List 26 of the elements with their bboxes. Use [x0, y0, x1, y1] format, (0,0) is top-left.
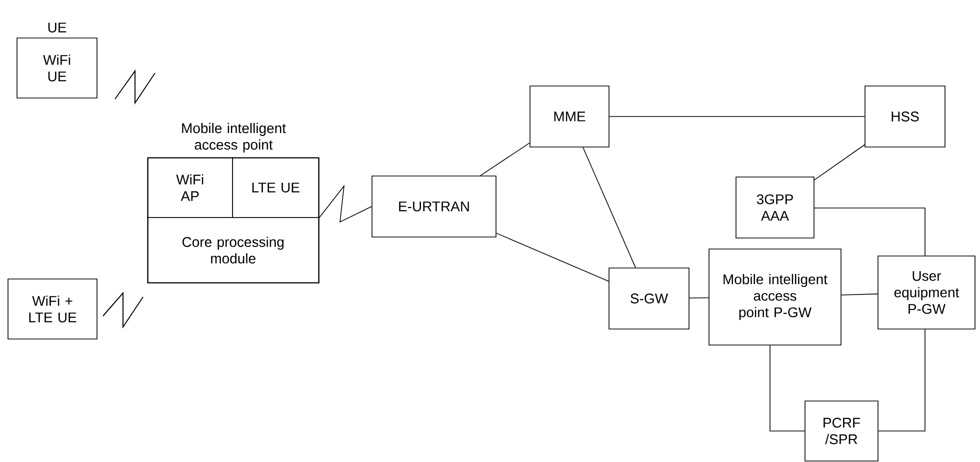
connector-line: [814, 208, 926, 256]
connector-line: [609, 116, 865, 117]
connector-line: [841, 294, 878, 296]
box-heading: Mobile intelligent access point: [182, 122, 286, 152]
network-box: WiFi AP: [147, 157, 234, 218]
network-box: S-GW: [608, 268, 690, 330]
network-box: WiFi UE: [16, 38, 98, 98]
network-box: MME: [530, 86, 610, 148]
network-box: Core processing module: [147, 217, 319, 283]
network-box: 3GPP AAA: [736, 176, 814, 238]
network-box: E-URTRAN: [372, 176, 496, 238]
connector-line: [582, 147, 636, 268]
network-box: WiFi + LTE UE: [8, 278, 98, 340]
connector-line: [770, 345, 805, 432]
network-box: Mobile intelligent access point P-GW: [708, 248, 842, 346]
box-heading: UE: [48, 22, 66, 32]
network-box: PCRF /SPR: [804, 400, 878, 462]
network-box: LTE UE: [232, 157, 319, 218]
connector-line: [480, 142, 530, 176]
connector-line: [878, 329, 926, 432]
connector-line: [496, 232, 609, 282]
network-box: HSS: [864, 86, 946, 148]
wireless-link: [318, 184, 372, 223]
network-box: User equipment P-GW: [878, 256, 976, 330]
connector-line: [814, 144, 865, 180]
connector-line: [689, 297, 709, 298]
